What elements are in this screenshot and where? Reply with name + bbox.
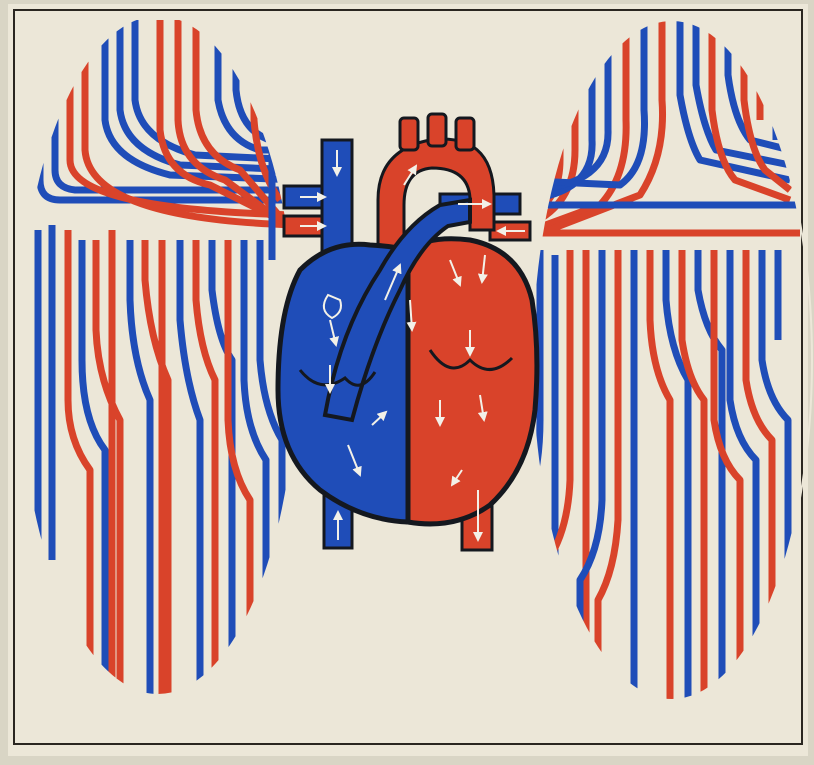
aortic-branch [456,118,474,150]
aortic-branch [428,114,446,146]
aortic-branch [400,118,418,150]
